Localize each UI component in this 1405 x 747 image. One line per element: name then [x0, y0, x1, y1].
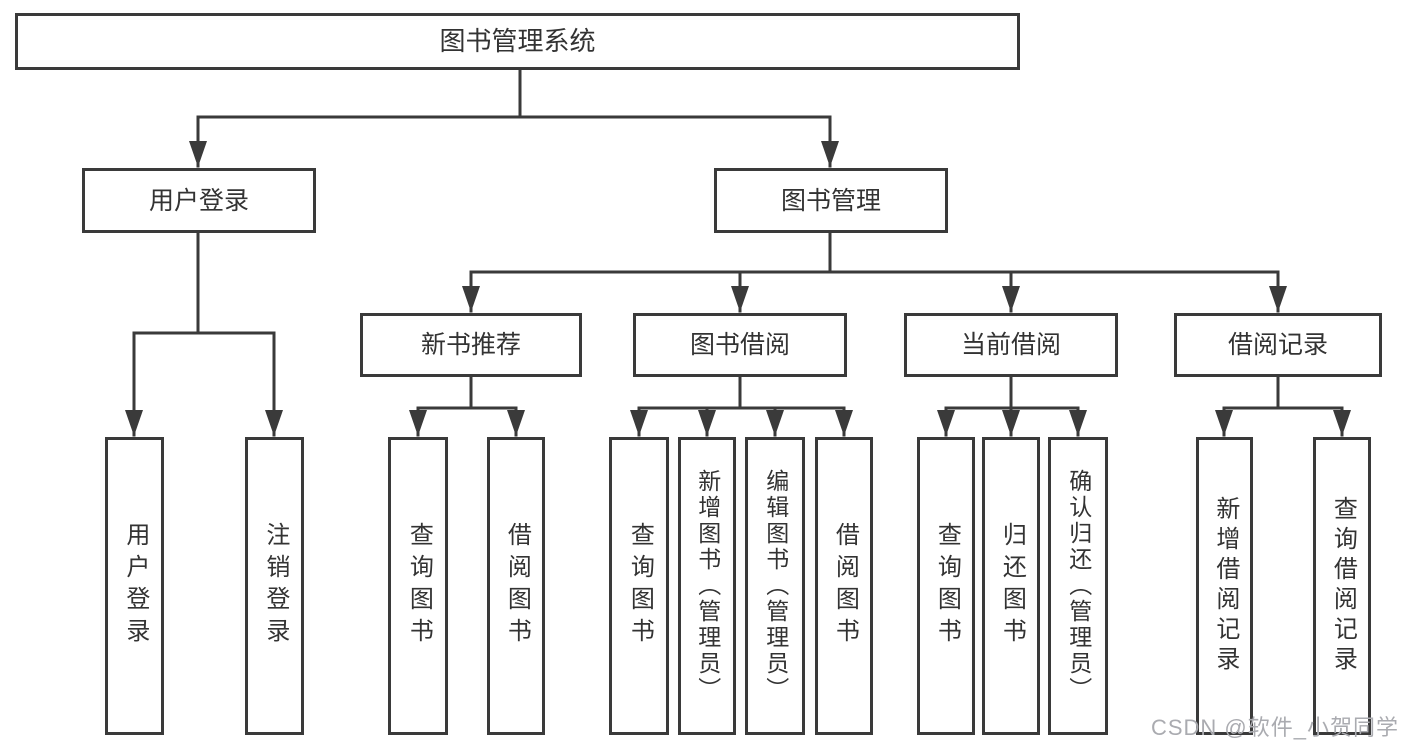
leaf-borrow-books-recommend: 借阅图书 — [487, 437, 545, 735]
node-user-login: 用户登录 — [82, 168, 316, 233]
leaf-edit-book-admin: 编辑图书（管理员） — [745, 437, 805, 735]
leaf-query-books-recommend: 查询图书 — [388, 437, 448, 735]
watermark: CSDN @软件_小贺同学 — [1150, 715, 1399, 740]
node-book-borrowing: 图书借阅 — [633, 313, 847, 377]
leaf-query-borrow-record: 查询借阅记录 — [1313, 437, 1371, 735]
node-book-management: 图书管理 — [714, 168, 948, 233]
leaf-query-books-current: 查询图书 — [917, 437, 975, 735]
node-borrowing-records: 借阅记录 — [1174, 313, 1382, 377]
leaf-return-books: 归还图书 — [982, 437, 1040, 735]
node-new-book-recommendation: 新书推荐 — [360, 313, 582, 377]
leaf-confirm-return-admin: 确认归还（管理员） — [1048, 437, 1108, 735]
leaf-add-borrow-record: 新增借阅记录 — [1196, 437, 1253, 735]
node-current-borrowing: 当前借阅 — [904, 313, 1118, 377]
leaf-query-books-borrowing: 查询图书 — [609, 437, 669, 735]
node-library-management-system: 图书管理系统 — [15, 13, 1020, 70]
leaf-logout: 注销登录 — [245, 437, 304, 735]
leaf-add-book-admin: 新增图书（管理员） — [678, 437, 736, 735]
leaf-borrow-books-borrowing: 借阅图书 — [815, 437, 873, 735]
leaf-user-login: 用户登录 — [105, 437, 164, 735]
